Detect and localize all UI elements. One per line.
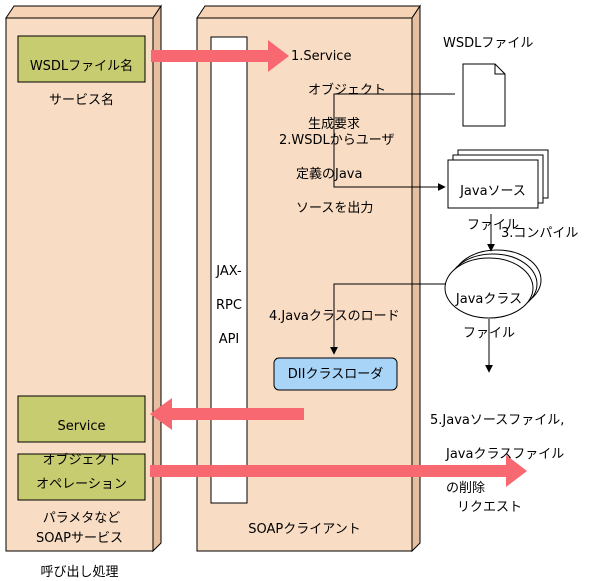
service-object-box xyxy=(17,395,146,443)
java-class-line2: ファイル xyxy=(462,326,515,341)
operation-text: オペレーション xyxy=(36,477,127,492)
api-text: API xyxy=(218,332,240,347)
dii-classloader-box xyxy=(273,357,398,391)
wsdl-to-source-connector xyxy=(333,93,455,191)
soap-service-footer: SOAPサービス 呼び出し処理 xyxy=(6,513,153,581)
step1-line1: 1.Service xyxy=(291,49,352,64)
java-source-files-icon xyxy=(447,149,549,209)
return-service-arrow xyxy=(150,398,304,430)
wsdl-file-icon xyxy=(462,63,506,127)
service-object-label: Service オブジェクト xyxy=(18,401,145,469)
soap-diagram xyxy=(5,4,549,553)
params-text: パラメタなど xyxy=(42,511,121,526)
step2-line2: 定義のJava xyxy=(296,167,363,182)
jax-rpc-api-column xyxy=(210,36,248,504)
service-text: Service xyxy=(57,419,106,434)
java-class-label: Javaクラス ファイル xyxy=(445,274,533,342)
wsdl-servicename-label: WSDLファイル名 サービス名 xyxy=(18,41,145,109)
step5-line3: の削除 xyxy=(446,481,486,496)
java-class-line1: Javaクラス xyxy=(455,292,523,307)
jax-rpc-api-label: JAX- RPC API xyxy=(211,246,247,348)
operation-params-label: オペレーション パラメタなど xyxy=(18,459,145,527)
call-processing-text: 呼び出し処理 xyxy=(40,565,119,580)
step1-line2: オブジェクト xyxy=(308,83,387,98)
step5-line2: Javaクラスファイル xyxy=(446,447,565,462)
step3-label: 3.コンパイル xyxy=(501,226,579,241)
step2-line1: 2.WSDLからユーザ xyxy=(279,133,395,148)
step5-line1: 5.Javaソースファイル, xyxy=(430,413,565,428)
soap-service-text: SOAPサービス xyxy=(36,531,123,546)
rpc-text: RPC xyxy=(216,298,242,313)
jax-text: JAX- xyxy=(216,264,242,279)
operation-params-box xyxy=(17,453,146,501)
step1-line3: 生成要求 xyxy=(308,117,361,132)
dii-classloader-label: DIIクラスローダ xyxy=(287,367,384,382)
step1-label: 1.Service オブジェクト 生成要求 xyxy=(291,31,386,133)
step4-label: 4.Javaクラスのロード xyxy=(269,309,400,324)
request-arrow xyxy=(150,455,527,487)
object-text: オブジェクト xyxy=(42,453,121,468)
create-service-arrow xyxy=(151,40,289,72)
soap-client-footer: SOAPクライアント xyxy=(248,522,361,537)
java-source-line2: ファイル xyxy=(466,218,519,233)
class-load-connector xyxy=(330,283,446,355)
step2-label: 2.WSDLからユーザ 定義のJava ソースを出力 xyxy=(279,115,395,217)
service-name-text: サービス名 xyxy=(48,93,114,108)
java-source-label: Javaソース ファイル xyxy=(448,166,538,234)
wsdl-filename-text: WSDLファイル名 xyxy=(29,59,134,74)
wsdl-file-label: WSDLファイル xyxy=(443,36,534,51)
step2-line3: ソースを出力 xyxy=(296,201,374,216)
java-class-files-icon xyxy=(444,249,542,319)
java-source-line1: Javaソース xyxy=(460,184,526,199)
wsdl-servicename-box xyxy=(17,35,146,83)
request-label: リクエスト xyxy=(457,500,523,515)
step5-label: 5.Javaソースファイル, Javaクラスファイル の削除 xyxy=(430,395,564,497)
